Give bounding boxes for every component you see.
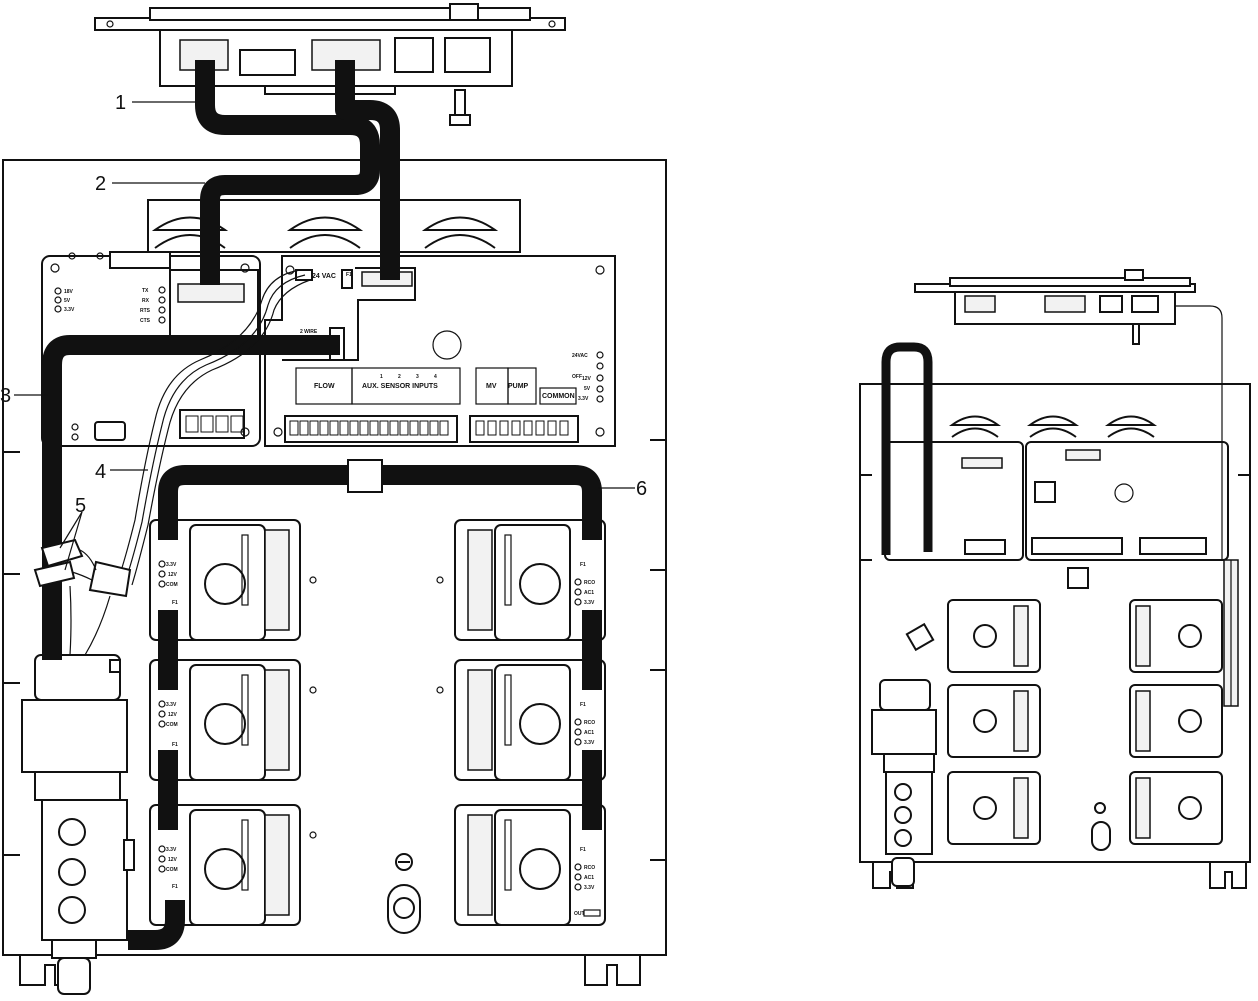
module-right-fuse: F1 (580, 702, 586, 708)
module-right-label: 3.3V (584, 600, 595, 606)
module-led-label: 12V (168, 572, 178, 578)
fuse-label: F1 (346, 272, 352, 278)
callout-6: 6 (636, 478, 647, 500)
module-right-label: RCO (584, 580, 595, 586)
aux-num-2: 2 (398, 374, 401, 380)
power-label-12v: 12V (582, 376, 592, 382)
module-led-label: COM (166, 722, 178, 728)
module-left-2: 3.3V 12V COM F1 (149, 659, 317, 781)
status-label-tx: TX (142, 288, 149, 294)
status-label-cts: CTS (140, 318, 151, 324)
vac-label: 24 VAC (312, 273, 336, 280)
callout-2: 2 (95, 173, 106, 195)
callout-3: 3 (0, 385, 11, 407)
expansion-modules-left: 3.3V 12V COM F1 3.3V 12V COM F1 (149, 519, 317, 926)
module-out-label: OUT (574, 911, 585, 917)
module-led-label: COM (166, 867, 178, 873)
module-led-label: COM (166, 582, 178, 588)
module-right-label: 3.3V (584, 740, 595, 746)
module-right-label: RCO (584, 720, 595, 726)
led-label-33v: 3.3V (64, 307, 75, 313)
aux-num-1: 1 (380, 374, 383, 380)
wire-pair (117, 269, 311, 586)
callout-numbers: 1 2 3 4 5 6 (0, 92, 647, 517)
module-right-2: F1 RCO AC1 3.3V (436, 659, 606, 781)
power-label-33v: 3.3V (578, 396, 589, 402)
callout-4: 4 (95, 461, 106, 483)
module-right-label: AC1 (584, 875, 594, 881)
module-right-label: AC1 (584, 730, 594, 736)
ground-lug (387, 853, 421, 934)
enclosure-feet (19, 955, 641, 986)
module-right-1: F1 RCO AC1 3.3V (436, 519, 606, 641)
callout-5: 5 (75, 495, 86, 517)
module-right-label: AC1 (584, 590, 594, 596)
terminal-strip (289, 420, 569, 436)
overview-assembly-view (859, 269, 1251, 889)
led-label-18v: 18V (64, 289, 74, 295)
module-led-label: 3.3V (166, 562, 177, 568)
module-fuse-label: F1 (172, 600, 178, 606)
expansion-modules-right: F1 RCO AC1 3.3V F1 RCO AC1 3.3V (436, 519, 606, 926)
module-led-label: 3.3V (166, 847, 177, 853)
aux-sensor-label: AUX. SENSOR INPUTS (362, 383, 438, 390)
aux-num-3: 3 (416, 374, 419, 380)
module-led-label: 12V (168, 857, 178, 863)
module-fuse-label: F1 (172, 742, 178, 748)
module-fuse-label: F1 (172, 884, 178, 890)
status-label-rx: RX (142, 298, 150, 304)
flow-label: FLOW (314, 383, 335, 390)
module-left-1: 3.3V 12V COM F1 (149, 519, 317, 641)
module-led-label: 3.3V (166, 702, 177, 708)
wire-label: 2 WIRE (300, 329, 318, 335)
callout-leaders (14, 101, 635, 571)
faceplate (94, 3, 566, 126)
side-tabs (3, 439, 666, 861)
module-right-fuse: F1 (580, 847, 586, 853)
callout-1: 1 (115, 92, 126, 114)
module-right-label: RCO (584, 865, 595, 871)
module-right-3: F1 RCO AC1 3.3V OUT (454, 804, 606, 926)
module-led-label: 12V (168, 712, 178, 718)
module-left-3: 3.3V 12V COM F1 (149, 804, 317, 926)
power-label-off: OFF (572, 374, 582, 380)
module-right-label: 3.3V (584, 885, 595, 891)
cables (42, 60, 602, 950)
module-right-fuse: F1 (580, 562, 586, 568)
mv-label: MV (486, 383, 497, 390)
pump-label: PUMP (508, 383, 529, 390)
aux-num-4: 4 (434, 374, 437, 380)
common-label: COMMON (542, 393, 575, 400)
power-label-5v: 5V (584, 386, 591, 392)
power-label-24vac: 24VAC (572, 353, 588, 359)
main-assembly-view: 18V 5V 3.3V TX RX RTS CTS (0, 3, 667, 995)
transformer (21, 654, 135, 995)
led-label-5v: 5V (64, 298, 71, 304)
status-label-rts: RTS (140, 308, 151, 314)
